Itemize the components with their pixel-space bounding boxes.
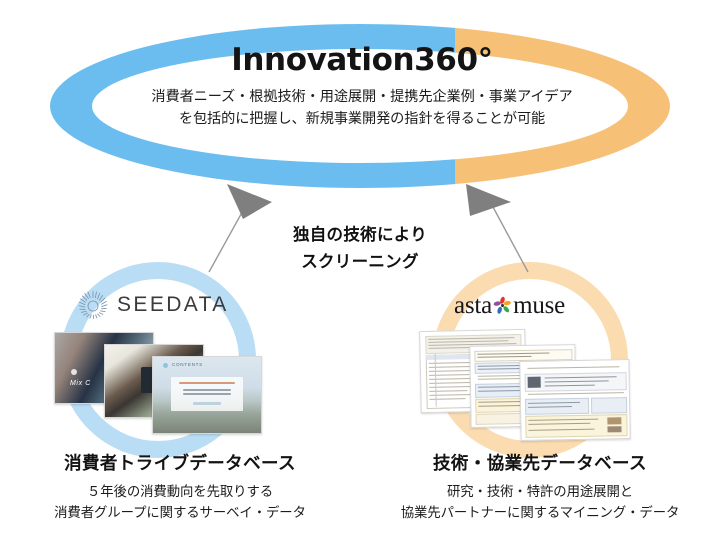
right-caption-line-1: 研究・技術・特許の用途展開と [446,483,634,499]
hero-text-block: Innovation360° 消費者ニーズ・根拠技術・用途展開・提携先企業例・事… [108,44,616,130]
doc3-thumb-image [527,376,541,388]
page-title: Innovation360° [231,42,493,78]
left-panel-seedata: SEEDATA Mix C CONTENTS [26,262,322,520]
right-caption: 技術・協業先データベース 研究・技術・特許の用途展開と 協業先パートナーに関する… [360,452,720,523]
right-caption-subtitle: 研究・技術・特許の用途展開と 協業先パートナーに関するマイニング・データ [360,481,720,523]
seedata-logo: SEEDATA [78,288,278,322]
seedata-thumbnail-stack: Mix C CONTENTS [26,330,322,438]
astamuse-wordmark-left: asta [454,291,493,319]
doc3-image-b [607,426,622,433]
thumbnail-slide-3: CONTENTS [152,356,262,434]
sunburst-icon [78,291,108,319]
astamuse-logo: asta muse [454,288,664,322]
right-panel-astamuse: asta muse [398,262,694,520]
right-caption-line-2: 協業先パートナーに関するマイニング・データ [400,504,680,520]
hero-ring-left-blue [48,22,455,190]
screening-line-2: スクリーニング [301,252,419,271]
hero-subtitle-line-2: を包括的に把握し、新規事業開発の指針を得ることが可能 [178,110,546,127]
seedata-wordmark: SEEDATA [117,293,229,316]
astamuse-wordmark-right: muse [513,291,566,319]
thumbnail-rule-c [183,393,231,395]
left-caption-subtitle: ５年後の消費動向を先取りする 消費者グループに関するサーベイ・データ [0,481,360,523]
thumbnail-rule-d [193,402,221,405]
screening-line-1: 独自の技術により [292,226,428,244]
thumbnail-bullet-icon [163,363,168,368]
left-caption: 消費者トライブデータベース ５年後の消費動向を先取りする 消費者グループに関する… [0,452,360,523]
doc2-footer-left [475,413,522,425]
screening-label: 独自の技術により スクリーニング [260,222,460,275]
document-thumbnail-3 [519,359,631,441]
left-caption-line-2: 消費者グループに関するサーベイ・データ [54,504,306,520]
thumbnail-rule-b [183,389,231,391]
pinwheel-flower-icon [493,296,511,314]
hero-ellipse-ring [48,22,672,190]
hero-ring-right-orange [455,22,672,190]
hero-ring-svg [48,22,672,190]
hero-subtitle-line-1: 消費者ニーズ・根拠技術・用途展開・提携先企業例・事業アイデア [151,88,573,105]
doc3-image-a [607,417,622,425]
left-caption-line-1: ５年後の消費動向を先取りする [86,483,274,499]
thumbnail-label-1: Mix C [70,380,91,387]
thumbnail-badge-1 [71,369,77,375]
left-caption-title: 消費者トライブデータベース [64,453,296,473]
hero-subtitle: 消費者ニーズ・根拠技術・用途展開・提携先企業例・事業アイデア を包括的に把握し、… [108,86,616,130]
thumbnail-label-3: CONTENTS [172,362,203,367]
thumbnail-rule-a [179,382,235,385]
document-body-3 [520,360,630,440]
doc3-panel-b [590,397,628,414]
right-caption-title: 技術・協業先データベース [433,453,647,473]
astamuse-thumbnail-stack [398,328,694,441]
